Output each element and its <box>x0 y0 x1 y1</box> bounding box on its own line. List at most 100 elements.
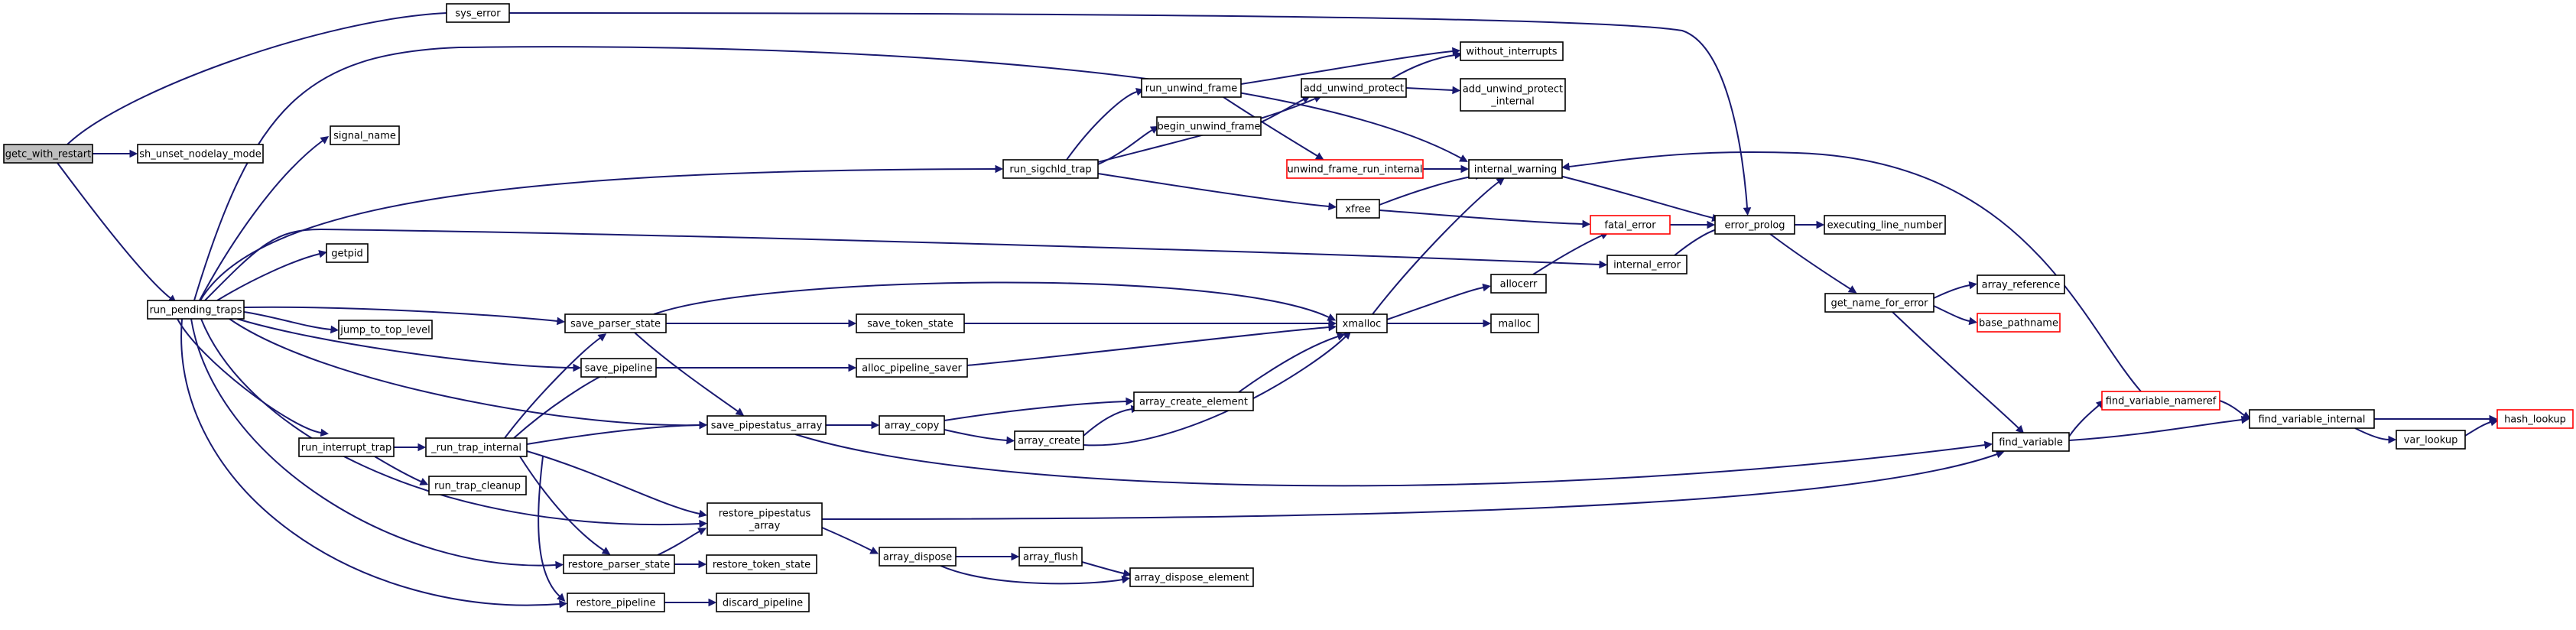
edge-add_unwind_protect-to-without_interrupts <box>1391 54 1456 80</box>
edge-restore_parser_state-to-restore_pipestatus_array <box>657 531 700 556</box>
node-alloc-pipeline-saver[interactable]: alloc_pipeline_saver <box>856 358 968 378</box>
edge-internal_warning-to-error_prolog <box>1559 175 1714 219</box>
node-label: discard_pipeline <box>723 598 803 609</box>
node-box <box>1490 313 1539 333</box>
edge-run_pending_traps-to-getpid <box>216 253 320 301</box>
node-malloc[interactable]: malloc <box>1490 313 1539 333</box>
edge-xmalloc-to-allocerr <box>1386 287 1484 320</box>
arrowhead-run_unwind_frame-to-unwind_frame_run_internal <box>1314 152 1324 161</box>
node-label: sh_unset_nodelay_mode <box>139 149 261 161</box>
arrowhead-xmalloc-to-allocerr <box>1482 283 1491 292</box>
node-box <box>1141 78 1242 98</box>
edge-xfree-to-internal_warning <box>1379 175 1476 206</box>
node-restore-parser-state[interactable]: restore_parser_state <box>563 554 675 574</box>
node-xmalloc[interactable]: xmalloc <box>1336 313 1388 333</box>
node-restore-token-state[interactable]: restore_token_state <box>706 554 817 574</box>
node-executing-line-number[interactable]: executing_line_number <box>1824 215 1946 235</box>
node-begin-unwind-frame[interactable]: begin_unwind_frame <box>1156 116 1262 136</box>
node-run-trap-cleanup[interactable]: run_trap_cleanup <box>428 476 527 495</box>
node-save-token-state[interactable]: save_token_state <box>856 313 965 333</box>
node-label: base_pathname <box>1979 318 2058 330</box>
node-find-variable-nameref[interactable]: find_variable_nameref <box>2101 391 2220 411</box>
node-without-interrupts[interactable]: without_interrupts <box>1460 41 1564 61</box>
node-box <box>1977 274 2065 294</box>
node-restore-pipestatus-array[interactable]: restore_pipestatus_array <box>707 502 823 536</box>
node-box <box>1301 78 1407 98</box>
edge-allocerr-to-fatal_error <box>1532 235 1603 275</box>
node-box <box>147 300 245 320</box>
node-signal-name[interactable]: signal_name <box>330 125 400 145</box>
node-box <box>326 243 369 263</box>
node-allocerr[interactable]: allocerr <box>1490 274 1547 294</box>
arrowhead-restore_parser_state-to-restore_token_state <box>698 560 707 569</box>
node-internal-warning[interactable]: internal_warning <box>1468 159 1563 179</box>
node-array-create[interactable]: array_create <box>1014 430 1084 450</box>
node--run-trap-internal[interactable]: _run_trap_internal <box>425 437 528 457</box>
node-add-unwind-protect[interactable]: add_unwind_protect <box>1301 78 1407 98</box>
arrowhead-run_pending_traps-to-internal_warning <box>1458 154 1468 162</box>
node-label: array_dispose_element <box>1134 573 1249 584</box>
edge-array_flush-to-array_dispose_element <box>1081 561 1125 574</box>
edge-run_pending_traps-to-internal_warning <box>193 46 1462 301</box>
arrowhead-run_pending_traps-to-run_sigchld_trap <box>995 164 1004 174</box>
arrowhead-restore_pipestatus_array-to-array_dispose <box>869 547 879 554</box>
node-array-copy[interactable]: array_copy <box>879 415 945 435</box>
node-var-lookup[interactable]: var_lookup <box>2396 430 2466 450</box>
node-save-pipeline[interactable]: save_pipeline <box>580 358 657 378</box>
edge-getc_with_restart-to-run_pending_traps <box>57 162 171 299</box>
node-restore-pipeline[interactable]: restore_pipeline <box>567 593 665 612</box>
node-array-flush[interactable]: array_flush <box>1018 547 1083 567</box>
arrowhead-sys_error-to-error_prolog <box>1743 207 1752 216</box>
edge-xfree-to-fatal_error <box>1379 209 1584 225</box>
edge-xmalloc-to-internal_warning <box>1372 181 1499 315</box>
node-error-prolog[interactable]: error_prolog <box>1714 215 1795 235</box>
node-find-variable[interactable]: find_variable <box>1992 432 2070 452</box>
node-unwind-frame-run-internal[interactable]: unwind_frame_run_internal <box>1286 159 1424 179</box>
edge-array_dispose-to-array_dispose_element <box>940 565 1123 585</box>
node-box <box>1590 215 1671 235</box>
node-label: getpid <box>331 248 362 260</box>
node-find-variable-internal[interactable]: find_variable_internal <box>2249 409 2375 429</box>
arrowhead-_run_trap_internal-to-save_parser_state <box>597 333 607 342</box>
node-box <box>1992 432 2070 452</box>
node-save-pipestatus-array[interactable]: save_pipestatus_array <box>707 415 827 435</box>
node-box <box>706 554 817 574</box>
arrowhead-run_interrupt_trap-to-_run_trap_internal <box>417 443 427 452</box>
node-array-reference[interactable]: array_reference <box>1977 274 2065 294</box>
node-label: signal_name <box>333 131 396 142</box>
node-internal-error[interactable]: internal_error <box>1606 255 1688 274</box>
arrowhead-run_sigchld_trap-to-xfree <box>1328 202 1337 211</box>
node-xfree[interactable]: xfree <box>1336 199 1380 219</box>
node-jump-to-top-level[interactable]: jump_to_top_level <box>338 320 433 339</box>
node-sh-unset-nodelay-mode[interactable]: sh_unset_nodelay_mode <box>137 144 264 164</box>
node-run-interrupt-trap[interactable]: run_interrupt_trap <box>298 437 395 457</box>
node-box <box>1606 255 1688 274</box>
node-getpid[interactable]: getpid <box>326 243 369 263</box>
node-box <box>564 313 667 333</box>
node-discard-pipeline[interactable]: discard_pipeline <box>716 593 810 612</box>
arrowhead-_run_trap_internal-to-save_pipestatus_array <box>699 421 708 430</box>
node-run-unwind-frame[interactable]: run_unwind_frame <box>1141 78 1242 98</box>
node-add-unwind-protect-internal[interactable]: add_unwind_protect_internal <box>1460 78 1566 112</box>
node-base-pathname[interactable]: base_pathname <box>1977 313 2061 333</box>
node-fatal-error[interactable]: fatal_error <box>1590 215 1671 235</box>
arrowhead-run_pending_traps-to-signal_name <box>320 135 330 145</box>
node-save-parser-state[interactable]: save_parser_state <box>564 313 667 333</box>
node-label: save_token_state <box>867 319 953 330</box>
arrowhead-save_pipestatus_array-to-find_variable <box>1983 440 1993 450</box>
node-label: run_pending_traps <box>149 305 242 317</box>
arrowhead-save_parser_state-to-save_token_state <box>848 319 857 328</box>
node-array-create-element[interactable]: array_create_element <box>1133 391 1254 411</box>
node-label: run_sigchld_trap <box>1009 164 1091 176</box>
node-array-dispose[interactable]: array_dispose <box>879 547 957 567</box>
node-run-pending-traps[interactable]: run_pending_traps <box>147 300 245 320</box>
node-hash-lookup[interactable]: hash_lookup <box>2496 409 2574 429</box>
node-run-sigchld-trap[interactable]: run_sigchld_trap <box>1002 159 1099 179</box>
edge-find_variable_nameref-to-internal_warning <box>1568 151 2142 392</box>
edge-save_parser_state-to-xmalloc <box>653 281 1330 318</box>
node-sys-error[interactable]: sys_error <box>446 3 510 23</box>
arrowhead-find_variable_nameref-to-internal_warning <box>1561 162 1571 171</box>
arrowhead-run_pending_traps-to-getpid <box>318 249 327 258</box>
node-get-name-for-error[interactable]: get_name_for_error <box>1824 293 1934 313</box>
node-array-dispose-element[interactable]: array_dispose_element <box>1129 567 1254 587</box>
